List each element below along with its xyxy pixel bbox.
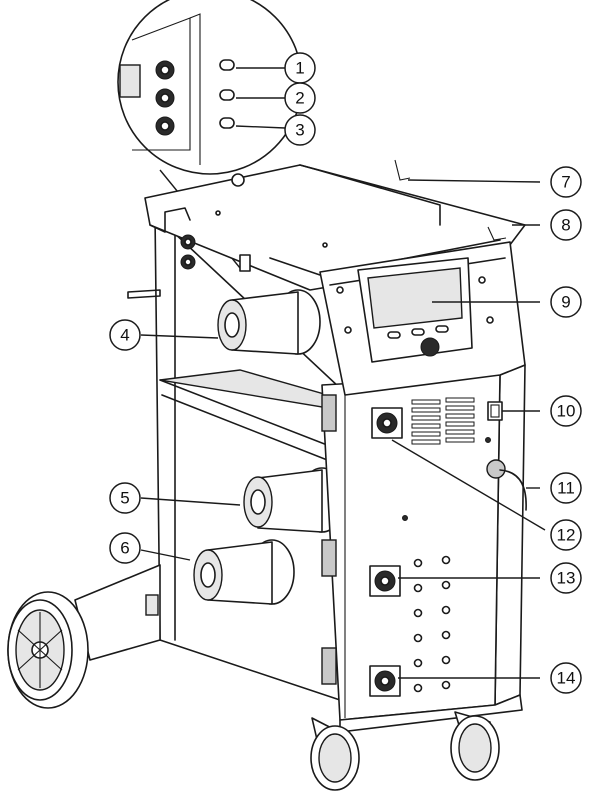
display-screen (367, 267, 463, 329)
front-panel-holes (402, 437, 491, 693)
callout-8-label: 8 (561, 216, 570, 235)
callout-4-label: 4 (120, 326, 129, 345)
spool-holder-lower (193, 539, 295, 605)
detail-connector-3 (155, 116, 175, 136)
callout-9-label: 9 (561, 293, 570, 312)
callout-14: 14 (550, 662, 582, 694)
callout-12-label: 12 (557, 526, 576, 545)
callout-7: 7 (550, 166, 582, 198)
panel-buttons (387, 325, 449, 339)
callout-1: 1 (284, 52, 316, 84)
front-socket-lower (369, 665, 401, 697)
callout-8: 8 (550, 209, 582, 241)
side-latches (321, 394, 337, 685)
side-panel-connectors (180, 234, 251, 272)
callout-12: 12 (550, 519, 582, 551)
spool-holder-upper (217, 289, 321, 355)
callout-3-label: 3 (295, 121, 304, 140)
callout-1-label: 1 (295, 59, 304, 78)
callout-5: 5 (109, 482, 141, 514)
magnified-detail-circle (117, 0, 303, 271)
control-panel (319, 241, 526, 396)
callout-6: 6 (109, 532, 141, 564)
callout-4: 4 (109, 319, 141, 351)
power-switch (487, 401, 503, 421)
front-caster-left (310, 717, 360, 791)
rear-wheel (7, 591, 89, 709)
ventilation-grille (411, 397, 475, 445)
callout-3: 3 (284, 114, 316, 146)
front-socket-middle (369, 565, 401, 597)
callout-11-label: 11 (557, 479, 575, 498)
callout-9: 9 (550, 286, 582, 318)
callout-10-label: 10 (557, 402, 576, 421)
detail-buttons (219, 59, 235, 129)
callout-6-label: 6 (120, 539, 129, 558)
callout-11: 11 (550, 472, 582, 504)
callout-13-label: 13 (557, 569, 576, 588)
callout-7-label: 7 (561, 173, 570, 192)
front-socket-upper (371, 407, 403, 439)
power-cable-inlet (486, 459, 527, 511)
callout-13: 13 (550, 562, 582, 594)
callout-5-label: 5 (120, 489, 129, 508)
callout-14-label: 14 (557, 669, 576, 688)
callout-2: 2 (284, 82, 316, 114)
leader-lines (140, 67, 546, 679)
detail-connector-1 (155, 60, 175, 80)
callout-2-label: 2 (295, 89, 304, 108)
control-knob (420, 337, 440, 357)
detail-connector-2 (155, 88, 175, 108)
front-caster-right (450, 711, 500, 781)
callout-10: 10 (550, 395, 582, 427)
